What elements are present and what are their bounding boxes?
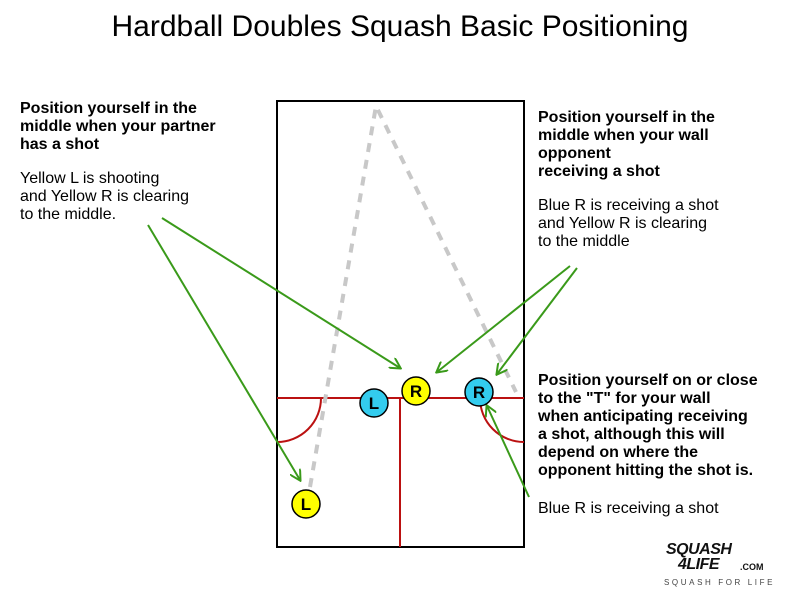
note-blue-r-receiving: Blue R is receiving a shot	[538, 500, 719, 517]
logo-tagline: SQUASH FOR LIFE	[664, 578, 776, 587]
note-partner-shot: Position yourself in the middle when you…	[20, 100, 270, 224]
note-wall-opponent: Position yourself in the middle when you…	[538, 109, 793, 251]
note-t-position-heading: Position yourself on or close to the "T"…	[538, 372, 758, 479]
player-yellow-r: R	[401, 376, 431, 406]
left-service-box	[276, 397, 322, 443]
logo-dotcom: .COM	[740, 562, 764, 572]
player-yellow-l-label: L	[301, 495, 311, 514]
player-yellow-r-label: R	[410, 382, 422, 401]
logo-mark-line1: SQUASH	[666, 541, 732, 558]
arrow-to-yellow-r-left	[161, 217, 400, 368]
shot-path	[308, 99, 518, 488]
note-t-position: Position yourself on or close to the "T"…	[538, 372, 798, 480]
squash4life-logo: SQUASH 4LIFE .COM SQUASH FOR LIFE	[662, 542, 782, 592]
player-blue-r-label: R	[473, 383, 485, 402]
player-blue-l: L	[359, 388, 389, 418]
page-title: Hardball Doubles Squash Basic Positionin…	[111, 10, 689, 43]
player-blue-l-label: L	[369, 394, 379, 413]
logo-mark-line2: 4LIFE	[678, 556, 720, 573]
player-yellow-l: L	[291, 489, 321, 519]
arrow-to-blue-r-bottom	[487, 406, 530, 498]
note-wall-opponent-body: Blue R is receiving a shot and Yellow R …	[538, 197, 719, 250]
note-wall-opponent-heading: Position yourself in the middle when you…	[538, 109, 715, 180]
player-blue-r: R	[464, 377, 494, 407]
note-partner-shot-body: Yellow L is shooting and Yellow R is cle…	[20, 170, 189, 223]
logo-mark: SQUASH 4LIFE	[666, 541, 732, 573]
arrow-to-yellow-l	[147, 224, 300, 480]
note-partner-shot-heading: Position yourself in the middle when you…	[20, 100, 216, 153]
arrow-to-yellow-r-right	[437, 265, 571, 372]
arrow-to-blue-r-top	[497, 267, 578, 374]
